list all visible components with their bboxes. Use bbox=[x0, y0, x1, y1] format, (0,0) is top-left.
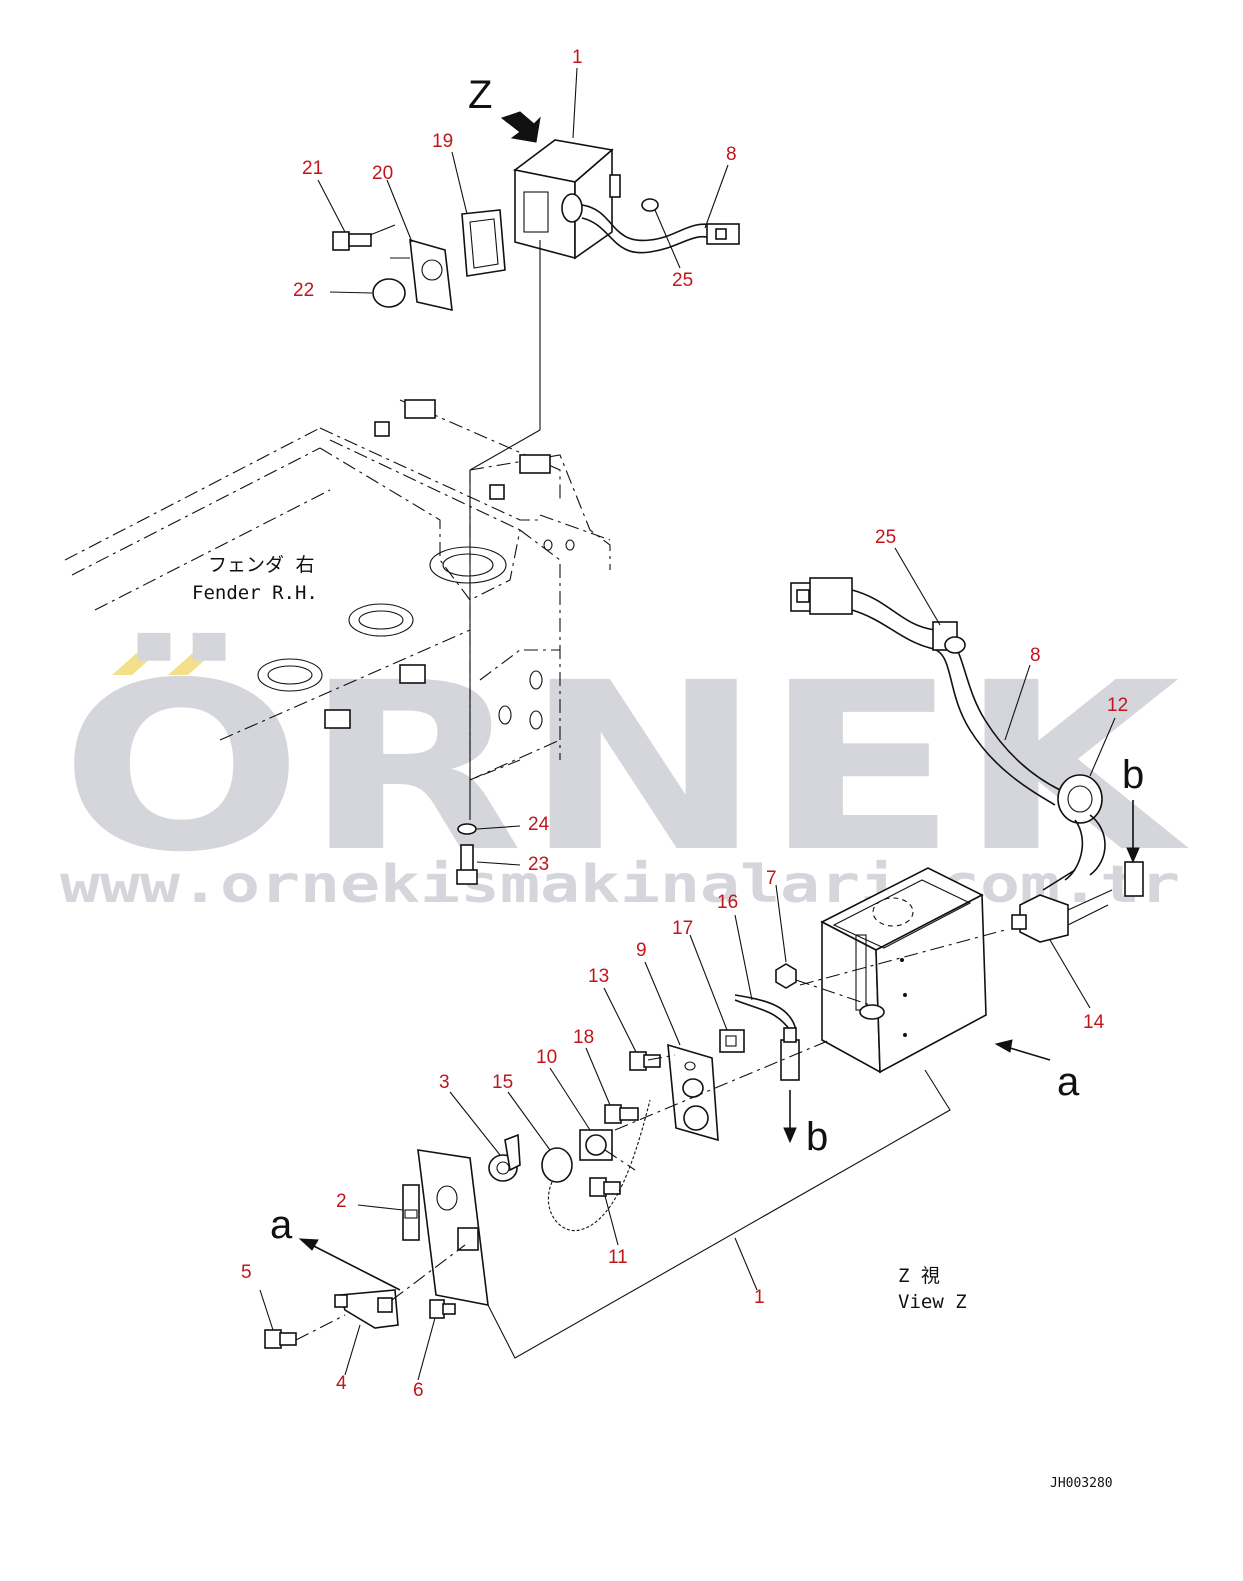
washer-bolt bbox=[456, 823, 478, 885]
callout-19: 19 bbox=[432, 131, 453, 152]
callout-7: 7 bbox=[766, 868, 777, 889]
fender-outline bbox=[64, 399, 611, 781]
callout-5: 5 bbox=[241, 1262, 252, 1283]
view-z-arrow bbox=[500, 111, 541, 143]
callout-23: 23 bbox=[528, 854, 549, 875]
view-z-label-jp: Z 視 bbox=[898, 1265, 940, 1287]
view-z-letter: Z bbox=[468, 73, 492, 117]
arrow-a-right-label: a bbox=[1057, 1060, 1080, 1104]
drawing-code: JH003280 bbox=[1050, 1476, 1113, 1491]
callout-21: 21 bbox=[302, 158, 323, 179]
fender-label-jp: フェンダ 右 bbox=[208, 554, 314, 576]
callouts: 1 19 8 21 20 25 22 25 8 12 24 23 7 16 17… bbox=[241, 47, 1128, 1401]
labels: フェンダ 右 Fender R.H. Z 視 View Z JH003280 a… bbox=[192, 554, 1144, 1491]
callout-leaders bbox=[259, 67, 1116, 1381]
callout-9: 9 bbox=[636, 940, 647, 961]
arrow-b-upper-label: b bbox=[1122, 753, 1144, 797]
callout-6: 6 bbox=[413, 1380, 424, 1401]
callout-1-top: 1 bbox=[572, 47, 583, 68]
callout-15: 15 bbox=[492, 1072, 513, 1093]
callout-1-bracket bbox=[487, 1069, 951, 1359]
callout-17: 17 bbox=[672, 918, 693, 939]
callout-2: 2 bbox=[336, 1191, 347, 1212]
watermark-accent-left bbox=[112, 650, 160, 675]
watermark: ÖRNEK www.ornekismakinalari.com.tr bbox=[60, 632, 1189, 915]
callout-24: 24 bbox=[528, 814, 550, 835]
arrow-b-lower-label: b bbox=[806, 1115, 828, 1159]
right-harness bbox=[790, 577, 1144, 943]
callout-25-right: 25 bbox=[875, 527, 896, 548]
callout-4: 4 bbox=[336, 1373, 347, 1394]
callout-18: 18 bbox=[573, 1027, 594, 1048]
callout-20: 20 bbox=[372, 163, 393, 184]
callout-12: 12 bbox=[1107, 695, 1128, 716]
callout-1-bottom: 1 bbox=[754, 1287, 765, 1308]
callout-16: 16 bbox=[717, 892, 738, 913]
callout-11: 11 bbox=[608, 1247, 628, 1268]
callout-8-right: 8 bbox=[1030, 645, 1041, 666]
callout-10: 10 bbox=[536, 1047, 557, 1068]
callout-14: 14 bbox=[1083, 1012, 1105, 1033]
view-z-label-en: View Z bbox=[898, 1291, 967, 1313]
middle-parts bbox=[488, 963, 871, 1232]
watermark-url: www.ornekismakinalari.com.tr bbox=[60, 855, 1180, 915]
top-switch-box-assembly: Z bbox=[332, 73, 740, 820]
arrow-a-left-label: a bbox=[270, 1203, 293, 1247]
callout-13: 13 bbox=[588, 966, 609, 987]
callout-8-top: 8 bbox=[726, 144, 737, 165]
view-z-box bbox=[799, 867, 1051, 1074]
door-assembly bbox=[264, 1149, 489, 1349]
watermark-accent-right bbox=[168, 650, 216, 675]
callout-25-top: 25 bbox=[672, 270, 693, 291]
callout-22: 22 bbox=[293, 280, 314, 301]
callout-3: 3 bbox=[439, 1072, 450, 1093]
fender-label-en: Fender R.H. bbox=[192, 582, 318, 604]
